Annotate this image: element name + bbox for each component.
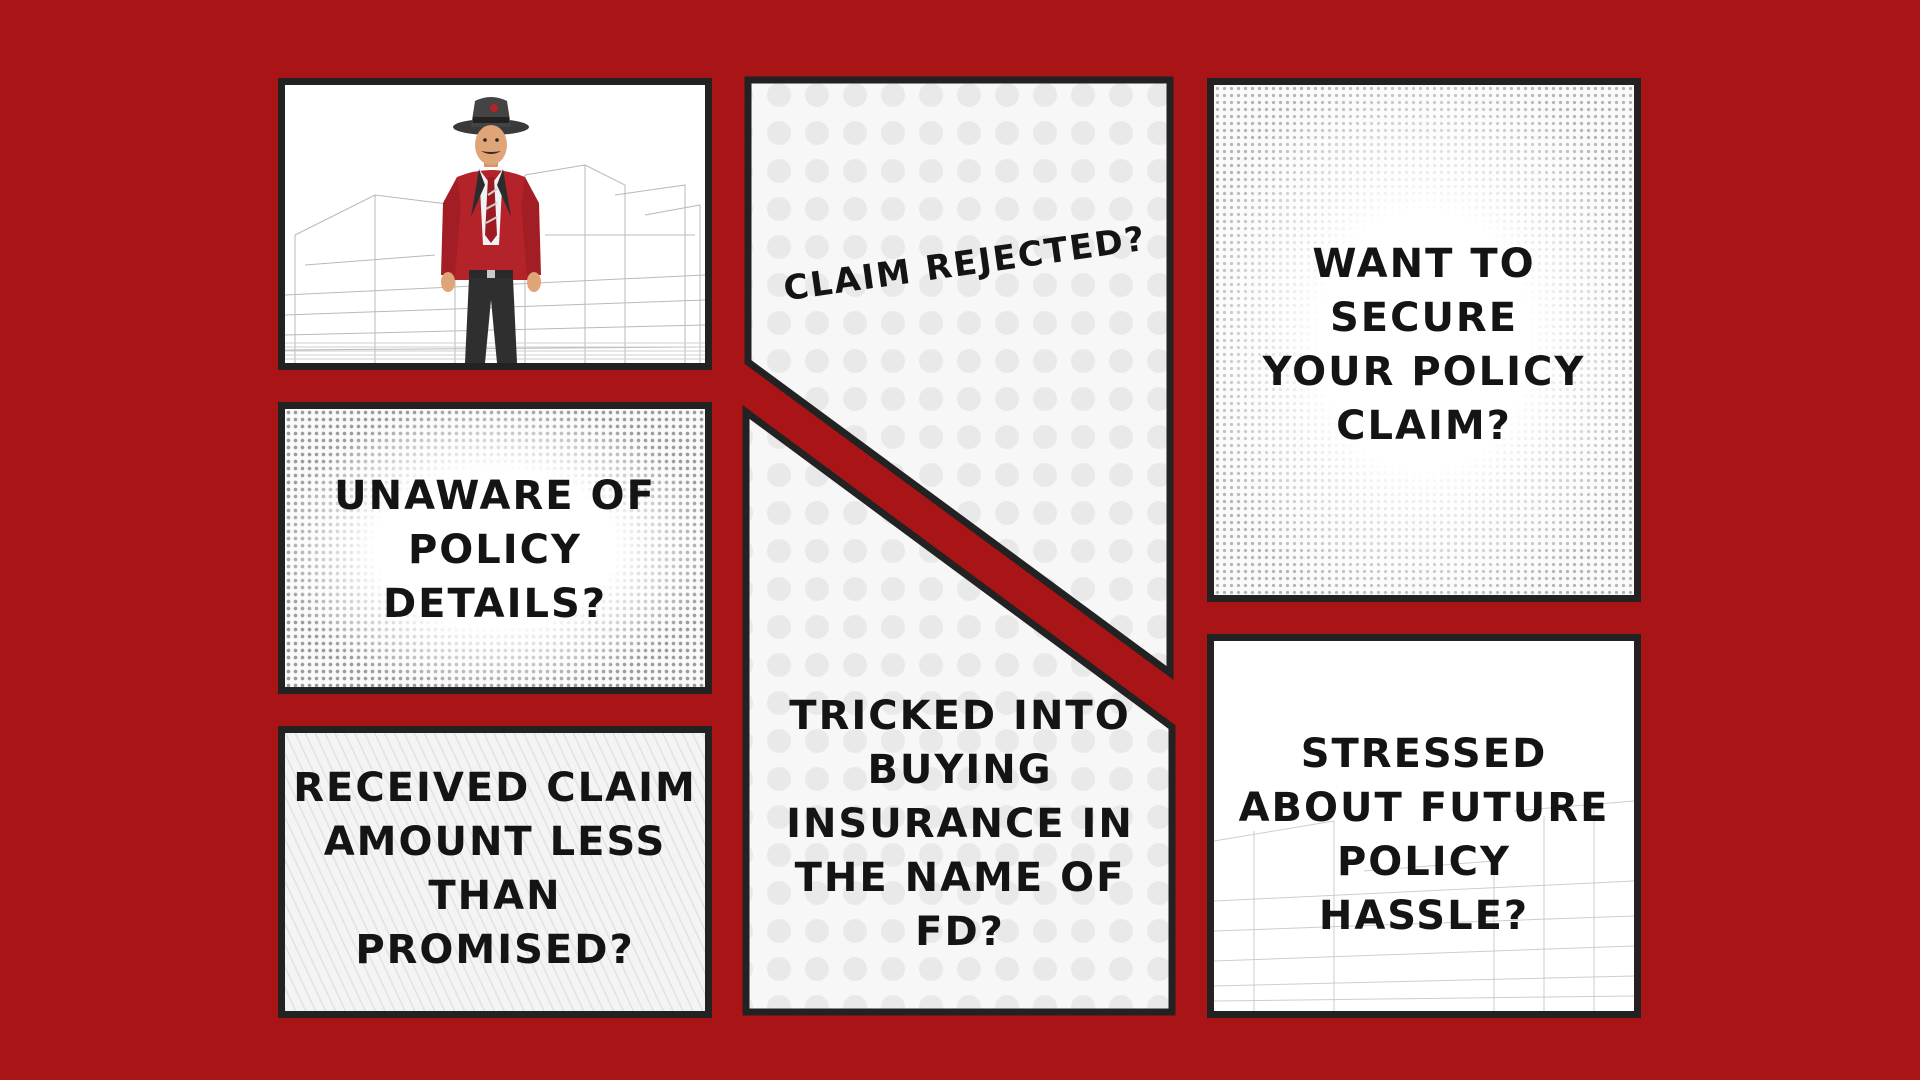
received-line-1: RECEIVED CLAIM — [293, 765, 697, 811]
stressed-line-2: ABOUT FUTURE — [1238, 785, 1610, 831]
stressed-caption: STRESSED ABOUT FUTURE POLICY HASSLE? — [1214, 727, 1634, 943]
tricked-caption: TRICKED INTO BUYING INSURANCE IN THE NAM… — [748, 689, 1172, 959]
character-panel — [278, 78, 712, 370]
received-caption: RECEIVED CLAIM AMOUNT LESS THAN PROMISED… — [285, 761, 705, 977]
tricked-line-5: FD? — [915, 909, 1005, 955]
secure-line-1: WANT TO — [1312, 241, 1536, 287]
character-illustration — [285, 97, 705, 363]
unaware-line-1: UNAWARE OF — [334, 473, 656, 519]
stressed-sketch — [1214, 800, 1634, 1011]
received-panel: RECEIVED CLAIM AMOUNT LESS THAN PROMISED… — [278, 726, 712, 1018]
claim-rejected-panel — [744, 76, 1174, 680]
received-line-3: THAN — [428, 873, 562, 919]
tricked-line-4: THE NAME OF — [794, 855, 1126, 901]
ground-lines — [285, 342, 705, 360]
secure-caption: WANT TO SECURE YOUR POLICY CLAIM? — [1214, 237, 1634, 453]
secure-line-3: YOUR POLICY — [1262, 349, 1586, 395]
stressed-panel: STRESSED ABOUT FUTURE POLICY HASSLE? — [1207, 634, 1641, 1018]
tricked-line-2: BUYING — [867, 747, 1053, 793]
received-line-2: AMOUNT LESS — [323, 819, 667, 865]
stressed-line-3: POLICY — [1336, 839, 1511, 885]
unaware-panel: UNAWARE OF POLICY DETAILS? — [278, 402, 712, 694]
stressed-line-4: HASSLE? — [1318, 893, 1530, 939]
man-figure — [441, 97, 541, 363]
secure-line-2: SECURE — [1329, 295, 1519, 341]
secure-line-4: CLAIM? — [1336, 403, 1512, 449]
received-line-4: PROMISED? — [355, 927, 635, 973]
tricked-line-3: INSURANCE IN — [786, 801, 1134, 847]
unaware-caption: UNAWARE OF POLICY DETAILS? — [285, 469, 705, 631]
unaware-line-2: POLICY — [407, 527, 582, 573]
stressed-line-1: STRESSED — [1300, 731, 1548, 777]
tricked-line-1: TRICKED INTO — [789, 693, 1131, 739]
tricked-panel — [742, 405, 1176, 1016]
secure-panel: WANT TO SECURE YOUR POLICY CLAIM? — [1207, 78, 1641, 602]
unaware-line-3: DETAILS? — [382, 581, 608, 627]
